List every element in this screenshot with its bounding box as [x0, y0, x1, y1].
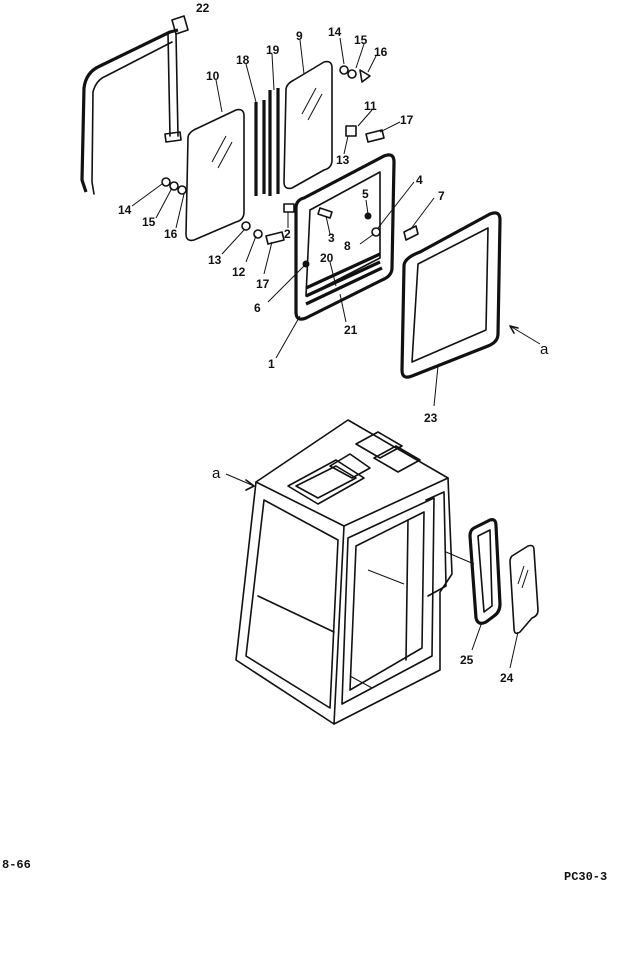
label-22: 22 — [196, 1, 210, 15]
label-20: 20 — [320, 251, 334, 265]
leader-lines — [131, 37, 541, 407]
label-1: 1 — [268, 357, 275, 371]
part-24-glass — [509, 544, 539, 635]
part-9-glass — [283, 60, 333, 190]
label-19: 19 — [266, 43, 280, 57]
part-labels: 22 10 18 19 9 14 15 16 11 17 13 14 15 16… — [118, 1, 549, 685]
label-13-top: 13 — [336, 153, 350, 167]
part-22-rail — [80, 15, 189, 195]
label-7: 7 — [438, 189, 445, 203]
hardware-parts — [161, 65, 419, 268]
label-17-left: 17 — [256, 277, 270, 291]
part-19-strip — [268, 88, 280, 196]
label-a-upper: a — [540, 341, 549, 358]
label-25: 25 — [460, 653, 474, 667]
part-25-seal — [468, 518, 502, 625]
label-5: 5 — [362, 187, 369, 201]
label-18: 18 — [236, 53, 250, 67]
label-15-top: 15 — [354, 33, 368, 47]
label-12: 12 — [232, 265, 246, 279]
label-11: 11 — [364, 99, 377, 113]
leader-lines-lower — [225, 473, 519, 669]
page-code: 8-66 — [2, 858, 31, 872]
part-1-frame — [294, 153, 396, 321]
label-24: 24 — [500, 671, 514, 685]
label-9: 9 — [296, 29, 303, 43]
label-13-left: 13 — [208, 253, 222, 267]
label-3: 3 — [328, 231, 335, 245]
part-18-strip — [254, 100, 266, 196]
part-23-seal — [400, 211, 502, 379]
label-a-lower: a — [212, 465, 221, 482]
label-17-top: 17 — [400, 113, 414, 127]
cab-body — [235, 419, 475, 725]
label-16-top: 16 — [374, 45, 388, 59]
model-code: PC30-3 — [564, 870, 608, 884]
label-10: 10 — [206, 69, 220, 83]
label-8: 8 — [344, 239, 351, 253]
label-14-top: 14 — [328, 25, 342, 39]
label-2: 2 — [284, 227, 291, 241]
label-15-left: 15 — [142, 215, 156, 229]
label-21: 21 — [344, 323, 358, 337]
label-6: 6 — [254, 301, 261, 315]
part-10-glass — [185, 108, 245, 242]
label-14-left: 14 — [118, 203, 132, 217]
label-16-left: 16 — [164, 227, 178, 241]
label-4: 4 — [416, 173, 423, 187]
label-23: 23 — [424, 411, 438, 425]
